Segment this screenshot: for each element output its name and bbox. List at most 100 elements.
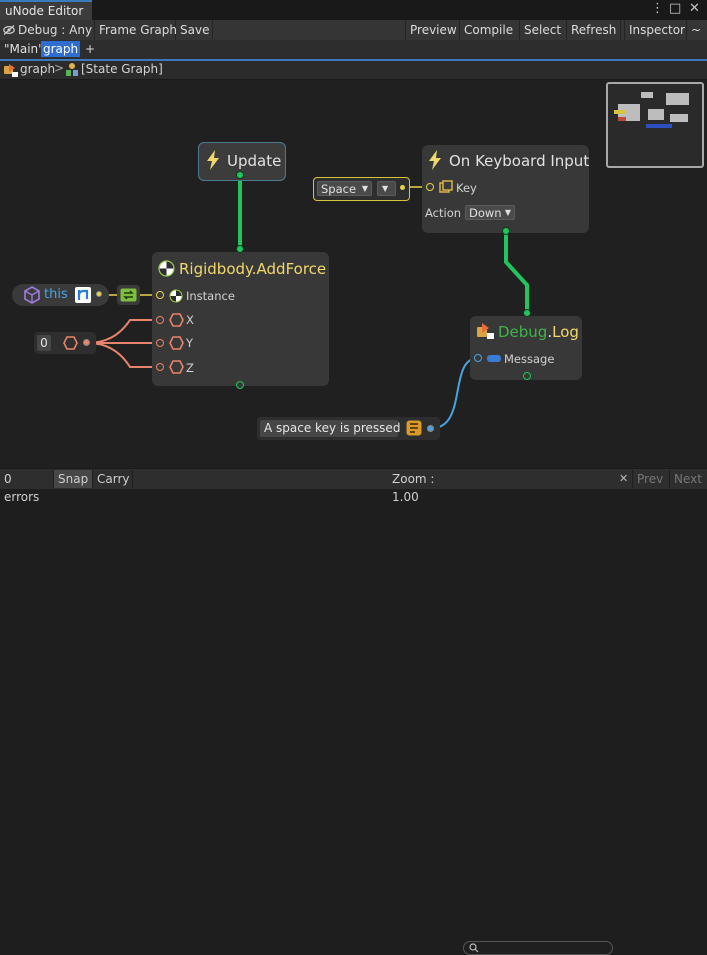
update-flow-out-port[interactable] (236, 171, 244, 179)
debug-log-flow-in-port[interactable] (523, 309, 531, 317)
select-button[interactable]: Select (520, 20, 567, 40)
this-out-port[interactable] (96, 291, 102, 297)
breadcrumb-current[interactable]: [State Graph] (81, 62, 163, 76)
instance-param-label: Instance (186, 289, 235, 303)
keyboard-flow-out-port[interactable] (502, 227, 510, 235)
graph-tab-row: "Main" graph + (0, 40, 707, 59)
on-keyboard-input-node[interactable]: On Keyboard Input Key Action Down ▼ (422, 145, 589, 233)
toolbar: Debug : Any Frame Graph Save Preview Com… (0, 20, 707, 41)
x-in-port[interactable] (156, 316, 164, 324)
y-param-label: Y (186, 336, 194, 350)
toolbar-overflow-button[interactable]: ~ (691, 23, 702, 37)
search-input[interactable] (463, 941, 613, 955)
string-type-icon (406, 420, 422, 436)
z-param-label: Z (186, 361, 194, 375)
minimap-node (646, 124, 672, 128)
inspector-button[interactable]: Inspector (624, 20, 687, 40)
error-count[interactable]: 0 errors (0, 470, 54, 504)
zoom-level: Zoom : 1.00 (392, 472, 435, 504)
zero-value-field[interactable]: 0 (37, 335, 51, 351)
active-tab-underline (0, 59, 707, 61)
debug-dropdown[interactable]: Debug : Any (0, 20, 95, 40)
key-modifier-dropdown[interactable]: ▼ (377, 181, 396, 196)
tab-main[interactable]: "Main" (4, 42, 44, 56)
compile-button[interactable]: Compile (460, 20, 520, 40)
minimap-node (666, 93, 689, 105)
state-graph-icon (66, 63, 78, 76)
window-title-tab[interactable]: uNode Editor (0, 0, 92, 20)
maximize-icon[interactable]: □ (669, 1, 682, 16)
this-node[interactable]: this (12, 284, 109, 306)
float-type-icon (63, 336, 78, 350)
string-out-port[interactable] (427, 425, 434, 432)
graph-icon (4, 64, 18, 77)
message-in-port[interactable] (474, 354, 482, 362)
debug-log-flow-out-port[interactable] (523, 372, 531, 380)
prev-button[interactable]: Prev (632, 470, 669, 488)
debug-log-node[interactable]: Debug.Log Message (470, 316, 582, 380)
refresh-button[interactable]: Refresh (567, 20, 621, 40)
string-wire (431, 357, 479, 429)
y-in-port[interactable] (156, 339, 164, 347)
debug-log-class: Debug (498, 323, 548, 341)
update-node-title: Update (227, 152, 282, 170)
minimap[interactable] (606, 82, 704, 168)
search-icon (469, 943, 479, 953)
debug-log-method: Log (552, 323, 579, 341)
flow-wire-keyboard-log (504, 232, 529, 312)
keyboard-node-title: On Keyboard Input (449, 152, 590, 170)
cube-icon (24, 286, 40, 304)
menu-icon[interactable]: ⋮ (651, 1, 664, 16)
number-wire-x (87, 319, 160, 344)
snap-toggle[interactable]: Snap (54, 470, 93, 488)
action-dropdown[interactable]: Down ▼ (465, 205, 515, 220)
chevron-down-icon: ▼ (504, 208, 511, 217)
action-param-label: Action (425, 206, 462, 220)
self-reference-icon (75, 287, 91, 303)
minimap-node (614, 110, 626, 114)
message-param-label: Message (504, 352, 555, 366)
window-titlebar: uNode Editor ⋮ □ ✕ (0, 0, 707, 20)
debug-class-icon (477, 323, 494, 339)
number-wire-z (87, 342, 160, 368)
z-in-port[interactable] (156, 363, 164, 371)
instance-in-port[interactable] (156, 291, 164, 299)
key-value-out-port[interactable] (400, 185, 405, 190)
rigidbody-param-icon (169, 289, 183, 303)
string-param-icon (487, 355, 501, 362)
lightning-icon (207, 150, 219, 170)
close-icon[interactable]: ✕ (689, 1, 700, 16)
zero-out-port[interactable] (83, 339, 90, 346)
key-dropdown[interactable]: Space ▼ (317, 181, 372, 196)
add-force-flow-in-port[interactable] (236, 245, 244, 253)
breadcrumb-root[interactable]: graph (20, 62, 56, 76)
add-force-flow-out-port[interactable] (236, 381, 244, 389)
add-tab-button[interactable]: + (85, 42, 96, 56)
add-force-title: Rigidbody.AddForce (179, 260, 327, 278)
rigidbody-icon (158, 260, 175, 277)
preview-button[interactable]: Preview (405, 20, 460, 40)
frame-graph-button[interactable]: Frame Graph (95, 20, 177, 40)
key-param-icon (439, 180, 453, 193)
clear-search-icon[interactable]: ✕ (619, 472, 629, 485)
key-value-box[interactable]: Space ▼ ▼ (313, 177, 410, 201)
carry-toggle[interactable]: Carry (93, 470, 133, 488)
minimap-node (618, 117, 626, 121)
string-value-node[interactable]: A space key is pressed (257, 417, 440, 440)
key-in-port[interactable] (426, 183, 434, 191)
float-param-icon (169, 313, 184, 327)
zero-value-node[interactable]: 0 (34, 332, 96, 354)
x-param-label: X (186, 313, 194, 327)
next-button[interactable]: Next (669, 470, 707, 488)
chevron-down-icon: ▼ (361, 184, 368, 193)
float-param-icon (169, 360, 184, 374)
add-force-node[interactable]: Rigidbody.AddForce Instance X Y Z (152, 252, 329, 386)
graph-canvas[interactable] (0, 80, 707, 468)
tab-graph[interactable]: graph (41, 41, 81, 57)
save-button[interactable]: Save (176, 20, 213, 40)
minimap-node (648, 109, 664, 120)
string-value-field[interactable]: A space key is pressed (260, 420, 400, 437)
convert-node[interactable] (117, 285, 140, 305)
key-param-label: Key (456, 181, 477, 195)
minimap-node (618, 104, 640, 121)
